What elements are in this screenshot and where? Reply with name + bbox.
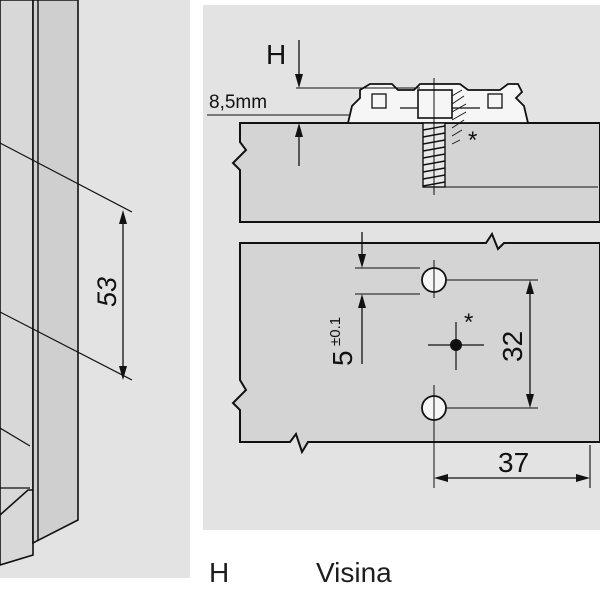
dim-53-arrow-bottom [119, 366, 127, 380]
legend-text: Visina [316, 557, 392, 588]
h-label: H [266, 39, 286, 70]
cabinet-side-face [0, 0, 34, 566]
projection-line-top [0, 142, 133, 213]
cabinet-side-edge [32, 0, 79, 545]
projection-line-small [0, 427, 31, 447]
asterisk-top: * [468, 127, 477, 154]
dim-32-label: 32 [497, 331, 528, 362]
bottom-board [231, 231, 600, 455]
dim-32-arrow-top [526, 280, 534, 294]
dim-37-arrow-right [576, 474, 590, 482]
asterisk-bottom: * [464, 309, 473, 336]
dim-5-arrow-top [358, 254, 366, 268]
dim-5-base: 5 [327, 350, 358, 366]
legend-key: H [209, 557, 230, 588]
screw-head [417, 89, 453, 119]
left-view: 53 [0, 0, 190, 578]
dim-37-label: 37 [498, 447, 529, 478]
hatch [451, 89, 467, 145]
shelf-edge [0, 489, 33, 516]
dim-32-arrow-bottom [526, 394, 534, 408]
dim-53-arrow-top [119, 210, 127, 224]
plate-slot-left [371, 93, 387, 109]
dim-8-5-arrow [295, 123, 303, 137]
right-view: * H 8,5mm * 5 ±0.1 [203, 5, 600, 530]
plate-slot-right [487, 93, 503, 109]
top-board [231, 122, 600, 223]
dim-37-arrow-left [434, 474, 448, 482]
h-arrow [295, 74, 303, 88]
projection-line-bottom [0, 311, 133, 381]
dim-5-arrow-bottom [358, 294, 366, 308]
dim-8-5-label: 8,5mm [209, 92, 267, 113]
dim-53-label: 53 [92, 277, 122, 307]
dim-5-tolerance: ±0.1 [327, 317, 344, 346]
